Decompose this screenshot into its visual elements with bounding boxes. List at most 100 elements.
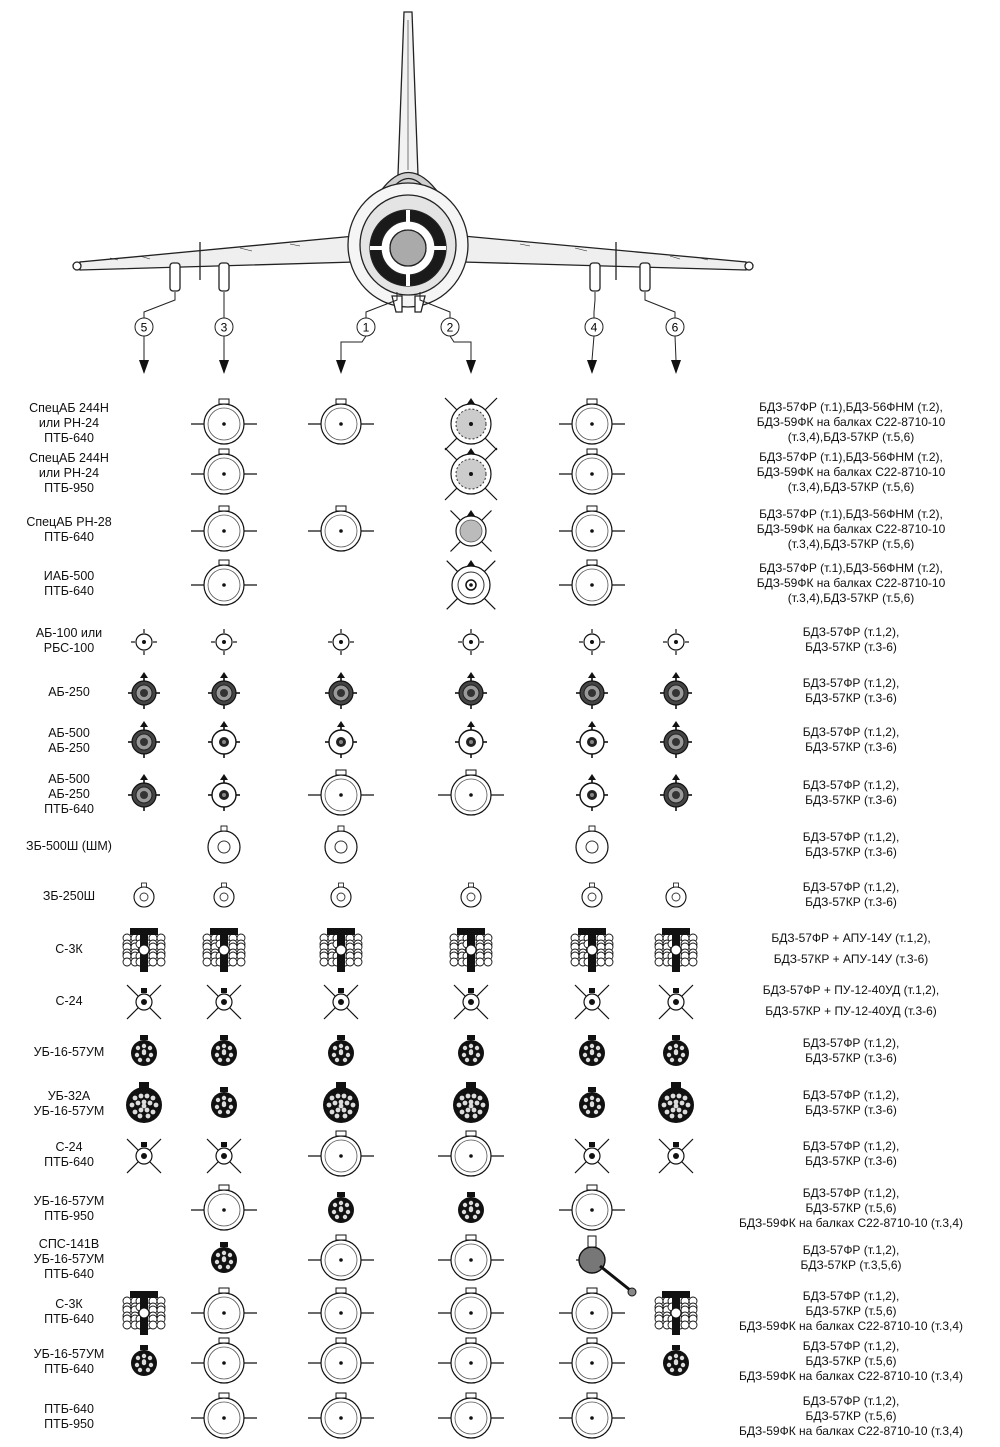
ub16-icon [211,1035,237,1066]
s24-icon [126,1138,162,1174]
row-rack-note-line: БДЗ-57ФР (т.1,2), [802,830,900,844]
bomb-w-icon [208,774,240,811]
row-rack-note-line: БДЗ-57ФР (т.1,2), [802,1393,900,1408]
station-number: 5 [141,321,148,335]
ub16-icon [131,1035,157,1066]
bomb-w-icon [576,774,608,811]
row-rack-note-line: (т.3,4),БДЗ-57КР (т.5,6) [787,479,915,494]
tank-icon [308,1234,374,1281]
s3k-icon [319,928,363,972]
station-5-callout: 5 [134,292,176,374]
loadout-row [131,629,689,655]
s3k-icon [122,1291,166,1335]
row-rack-note-line: БДЗ-57ФР + ПУ-12-40УД (т.1,2), [762,983,940,997]
arrow-down-icon [671,360,681,374]
row-label-line: или РН-24 [38,465,100,480]
tank-icon [308,1287,374,1334]
s24-icon [658,1138,694,1174]
ub32-icon [453,1082,489,1123]
tank-icon [308,769,374,816]
loadout-row [133,882,687,908]
loadout-row [191,447,625,501]
loadout-row [131,1035,689,1066]
row-rack-note: БДЗ-57ФР (т.1,2),БДЗ-57КР (т.3-6) [705,725,997,755]
bomb-d-icon [576,672,608,709]
row-rack-note-line: БДЗ-57КР (т.5,6) [805,1408,897,1423]
row-rack-note-line: БДЗ-59ФК на балках С22-8710-10 [756,521,946,536]
row-rack-note-line: (т.3,4),БДЗ-57КР (т.5,6) [787,590,915,605]
row-rack-note: БДЗ-57ФР + ПУ-12-40УД (т.1,2),БДЗ-57КР +… [705,980,997,1022]
row-rack-note-line: БДЗ-57КР (т.5,6) [805,1303,897,1318]
station-1-callout: 1 [336,292,398,374]
row-label-line: ПТБ-640 [44,1362,94,1376]
row-rack-note: БДЗ-57ФР (т.1,2),БДЗ-57КР (т.3-6) [705,880,997,910]
row-rack-note-line: БДЗ-57КР (т.3-6) [805,895,897,909]
loadout-row [128,769,692,816]
row-label-line: УБ-32А [47,1089,91,1103]
row-rack-note-line: БДЗ-59ФК на балках С22-8710-10 (т.3,4) [738,1368,964,1383]
zb-s-icon [460,882,482,908]
ub32-icon [126,1082,162,1123]
tank-icon [438,1130,504,1177]
row-rack-note-line: БДЗ-57КР (т.3-6) [805,1154,897,1168]
row-rack-note: БДЗ-57ФР (т.1,2),БДЗ-57КР (т.3-6) [705,830,997,860]
bomb-d-icon [660,721,692,758]
station-2-callout: 2 [419,292,476,374]
bomb-s-icon [211,629,237,655]
row-rack-note-line: БДЗ-57ФР (т.1,2), [802,676,900,690]
station-6-callout: 6 [644,292,685,374]
tank-icon [559,505,625,552]
arrow-down-icon [466,360,476,374]
ub16-icon [211,1242,237,1273]
row-label: ЗБ-250Ш [4,889,134,904]
row-rack-note-line: БДЗ-59ФК на балках С22-8710-10 [756,464,946,479]
bomb-d-icon [325,672,357,709]
row-label-line: УБ-16-57УМ [33,1194,105,1208]
s24-icon [453,984,489,1020]
tank-icon [438,1234,504,1281]
row-rack-note-line: БДЗ-57ФР (т.1,2), [802,1088,900,1102]
row-rack-note-line: БДЗ-57КР (т.5,6) [805,1353,897,1368]
ub16-icon [458,1035,484,1066]
row-label-line: АБ-250 [48,741,90,755]
station-number: 2 [447,321,454,335]
row-label-line: АБ-250 [48,684,90,699]
bomb-w-icon [455,721,487,758]
row-rack-note-line: БДЗ-59ФК на балках С22-8710-10 (т.3,4) [738,1215,964,1230]
ub16-icon [328,1035,354,1066]
tank-icon [559,1287,625,1334]
tank-icon [438,1337,504,1384]
zb-s-icon [581,882,603,908]
station-number: 4 [591,321,598,335]
stores-grid [122,397,698,1439]
ub16-icon [211,1087,237,1118]
row-label-line: АБ-250 [48,786,90,801]
special-icon [444,397,498,451]
tank-icon [438,1392,504,1439]
zb-l-icon [207,825,241,864]
row-label-line: ПТБ-640 [44,1266,94,1281]
row-label-line: ЗБ-250Ш [42,888,96,903]
station-number: 6 [672,321,679,335]
sps-icon [576,1235,637,1297]
bomb-w-icon [325,721,357,758]
row-label-line: или РН-24 [38,415,100,430]
row-rack-note: БДЗ-57ФР (т.1,2),БДЗ-57КР (т.5,6)БДЗ-59Ф… [705,1289,997,1334]
zb-s-icon [665,882,687,908]
bomb-d-icon [128,721,160,758]
row-label-line: СПС-141В [38,1236,100,1251]
row-label-line: С-24 [55,993,83,1008]
row-rack-note-line: БДЗ-57ФР (т.1),БДЗ-56ФНМ (т.2), [759,399,943,414]
special-small-icon [450,510,492,552]
tank-icon [191,398,257,445]
station-number: 3 [221,321,228,335]
special-icon [444,447,498,501]
row-label-line: С-3К [55,941,83,956]
